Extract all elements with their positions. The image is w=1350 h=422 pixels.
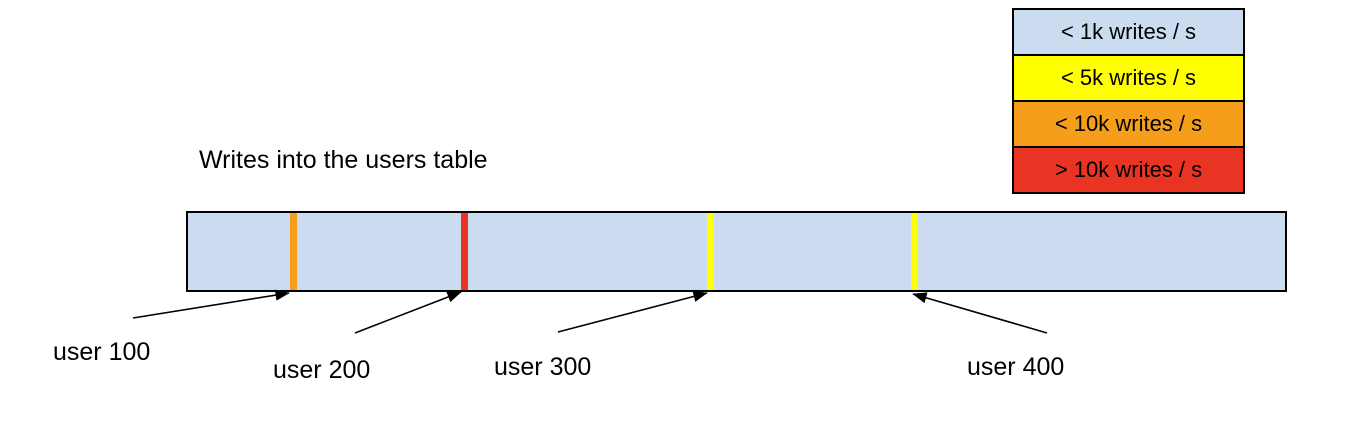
diagram-title: Writes into the users table	[199, 146, 488, 174]
arrow-user-200	[354, 291, 462, 334]
legend-item-gt-10k-label: > 10k writes / s	[1054, 157, 1203, 182]
arrow-user-400	[912, 292, 1048, 334]
hotspot-stripe-user-100	[290, 213, 297, 290]
legend: < 1k writes / s < 5k writes / s < 10k wr…	[1012, 8, 1245, 194]
arrow-user-100	[132, 289, 290, 319]
legend-item-lt-5k-label: < 5k writes / s	[1060, 65, 1197, 90]
hotspot-stripe-user-300	[707, 213, 714, 290]
hotspot-stripe-user-200	[461, 213, 468, 290]
legend-item-lt-1k: < 1k writes / s	[1012, 8, 1245, 56]
legend-item-lt-10k: < 10k writes / s	[1012, 100, 1245, 148]
label-user-200: user 200	[273, 356, 371, 384]
legend-item-gt-10k: > 10k writes / s	[1012, 146, 1245, 194]
arrow-user-300	[557, 291, 708, 333]
legend-item-lt-10k-label: < 10k writes / s	[1054, 111, 1203, 136]
label-user-300: user 300	[494, 353, 592, 381]
hotspot-stripe-user-400	[911, 213, 918, 290]
users-table-bar	[186, 211, 1287, 292]
legend-item-lt-5k: < 5k writes / s	[1012, 54, 1245, 102]
legend-item-lt-1k-label: < 1k writes / s	[1060, 19, 1197, 44]
label-user-400: user 400	[967, 353, 1065, 381]
label-user-100: user 100	[53, 338, 151, 366]
